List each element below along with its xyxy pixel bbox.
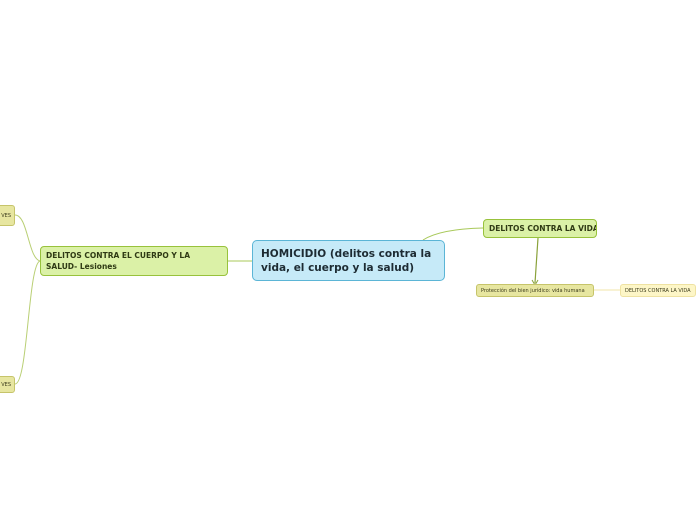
subtopic-proteccion-bien-juridico[interactable]: Protección del bien jurídico: vida human…: [476, 284, 594, 297]
branch-delitos-cuerpo-salud-label: DELITOS CONTRA EL CUERPO Y LA SALUD- Les…: [46, 251, 191, 271]
subtopic-left-top-label: VES: [1, 212, 11, 219]
connector-central-to-right-branch: [422, 227, 484, 241]
subtopic-left-top-partial[interactable]: VES: [0, 205, 15, 226]
subtopic-left-bottom-partial[interactable]: VES: [0, 376, 15, 393]
connector-left-branch-to-bottom-child: [14, 260, 41, 385]
connector-right-branch-to-sub: [534, 237, 539, 284]
branch-delitos-vida[interactable]: DELITOS CONTRA LA VIDA: [483, 219, 597, 238]
connector-left-branch-to-top-child: [14, 214, 41, 262]
branch-delitos-cuerpo-salud[interactable]: DELITOS CONTRA EL CUERPO Y LA SALUD- Les…: [40, 246, 228, 276]
subtopic-left-bottom-label: VES: [1, 381, 11, 388]
subtopic-proteccion-label: Protección del bien jurídico: vida human…: [481, 287, 585, 294]
branch-delitos-vida-label: DELITOS CONTRA LA VIDA: [489, 224, 597, 233]
central-topic[interactable]: HOMICIDIO (delitos contra la vida, el cu…: [252, 240, 445, 281]
leaf-delitos-vida-label: DELITOS CONTRA LA VIDA: [625, 287, 691, 294]
leaf-delitos-contra-la-vida[interactable]: DELITOS CONTRA LA VIDA: [620, 284, 696, 297]
central-topic-label: HOMICIDIO (delitos contra la vida, el cu…: [261, 247, 432, 274]
